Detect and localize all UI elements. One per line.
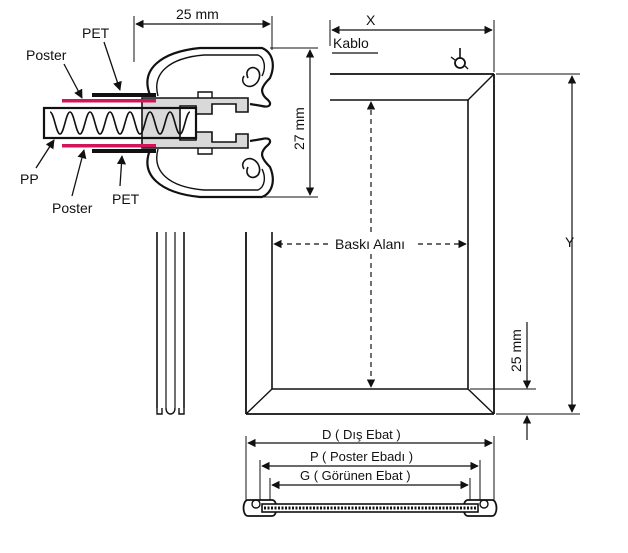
mitre-bottom-right [467, 388, 495, 415]
profile-cross-section: PET Poster PP Poster PET 25 mm 27 mm [20, 6, 318, 216]
pp-corrugation [49, 111, 191, 135]
leader-pp [35, 139, 55, 169]
bottom-frame-section [242, 499, 498, 517]
profile-core [141, 97, 249, 149]
profile-core-notch [197, 91, 213, 155]
label-pet-bottom: PET [112, 191, 140, 207]
label-25mm-side: 25 mm [508, 329, 524, 372]
profile-inner-shell [156, 54, 266, 191]
cable-hook-icon [450, 48, 469, 70]
label-p: P ( Poster Ebadı ) [310, 449, 413, 464]
pet-top-sheet [92, 93, 156, 97]
label-g: G ( Görünen Ebat ) [300, 468, 411, 483]
profile-bottom-curl [241, 157, 261, 179]
label-baski-alani: Baskı Alanı [335, 236, 405, 252]
leader-pet-top [103, 41, 122, 91]
bottom-dimensions: D ( Dış Ebat ) P ( Poster Ebadı ) G ( Gö… [242, 427, 498, 517]
leader-pet-bottom [116, 155, 126, 187]
label-kablo: Kablo [333, 35, 369, 51]
mitre-bottom-left [245, 388, 273, 415]
label-25mm-width: 25 mm [176, 6, 219, 22]
side-view-profile [156, 232, 185, 415]
label-27mm-height: 27 mm [291, 107, 307, 150]
mitre-top-right [467, 73, 495, 101]
poster-top-strip [62, 99, 156, 103]
profile-outer-shell [146, 46, 274, 199]
label-y: Y [565, 234, 575, 250]
profile-top-curl [241, 66, 261, 88]
leader-poster-top [63, 63, 83, 99]
label-d: D ( Dış Ebat ) [322, 427, 401, 442]
leader-poster-bottom [71, 149, 87, 197]
label-pet-top: PET [82, 25, 110, 41]
pet-bottom-sheet [92, 149, 156, 153]
label-poster-top: Poster [26, 47, 67, 63]
pp-board [42, 106, 198, 140]
label-poster-bottom: Poster [52, 200, 93, 216]
label-x: X [366, 12, 376, 28]
front-view-frame: X Kablo Y 25 mm Baskı Alanı [245, 12, 580, 440]
poster-bottom-strip [62, 144, 156, 148]
label-pp: PP [20, 171, 39, 187]
